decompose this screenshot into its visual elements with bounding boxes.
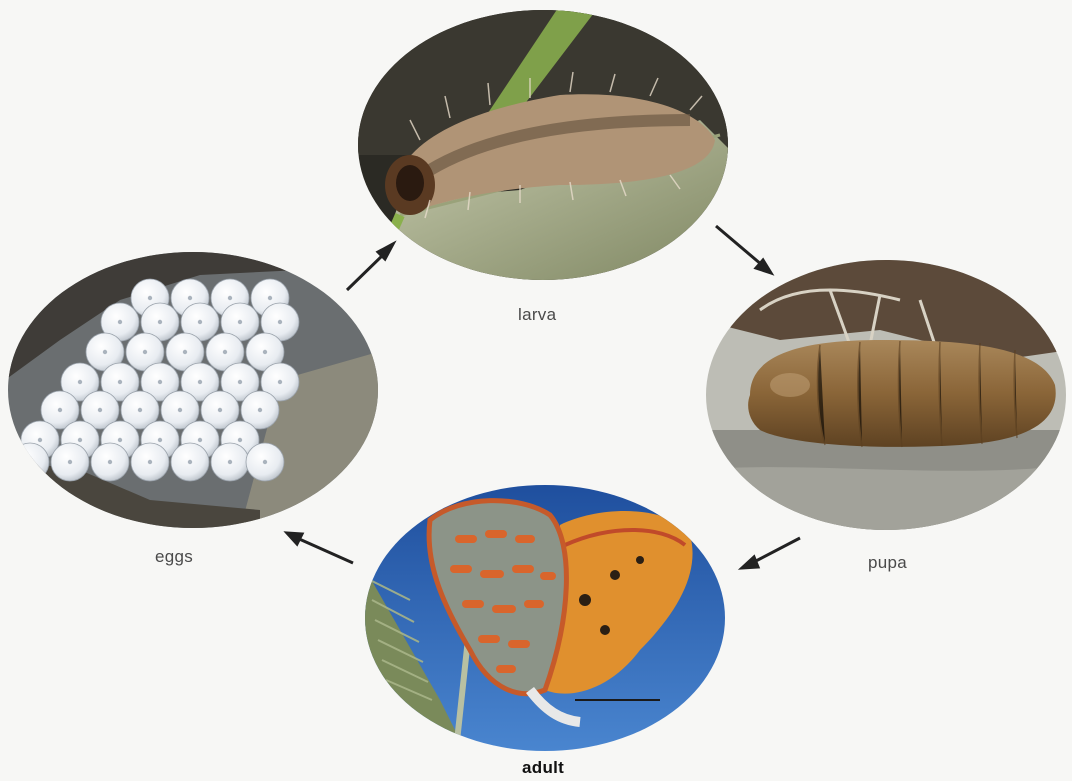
arrow-adult-to-eggs [287,533,353,563]
egg-micropyle [263,460,267,464]
egg-micropyle [183,350,187,354]
egg-micropyle [238,320,242,324]
egg-micropyle [103,350,107,354]
egg-micropyle [258,408,262,412]
egg-micropyle [118,320,122,324]
egg-micropyle [158,438,162,442]
larva-photo [350,5,740,285]
egg-micropyle [198,438,202,442]
egg-micropyle [118,438,122,442]
egg-micropyle [223,350,227,354]
egg-micropyle [28,460,32,464]
egg-micropyle [118,380,122,384]
egg-micropyle [218,408,222,412]
egg-micropyle [148,296,152,300]
egg-micropyle [108,460,112,464]
egg-micropyle [278,380,282,384]
egg-micropyle [68,460,72,464]
egg-micropyle [263,350,267,354]
label-eggs: eggs [155,547,193,567]
pupa-photo [700,255,1070,540]
egg-micropyle [138,408,142,412]
adult-photo [360,485,730,760]
egg-micropyle [158,320,162,324]
egg [11,443,49,481]
egg-micropyle [58,408,62,412]
arrow-pupa-to-adult [742,538,800,568]
egg-micropyle [228,460,232,464]
arrow-eggs-to-larva [347,244,393,290]
egg-micropyle [78,438,82,442]
egg-micropyle [228,296,232,300]
label-larva: larva [518,305,556,325]
egg-micropyle [98,408,102,412]
egg-micropyle [238,438,242,442]
eggs-photo [5,250,385,530]
egg-micropyle [148,460,152,464]
label-adult: adult [522,758,564,778]
egg-micropyle [238,380,242,384]
egg-micropyle [78,380,82,384]
arrow-larva-to-pupa [716,226,771,273]
egg-micropyle [188,296,192,300]
egg-micropyle [198,320,202,324]
egg-micropyle [278,320,282,324]
label-pupa: pupa [868,553,907,573]
egg-micropyle [143,350,147,354]
egg-micropyle [268,296,272,300]
egg-micropyle [158,380,162,384]
egg-micropyle [198,380,202,384]
egg-micropyle [188,460,192,464]
egg-micropyle [38,438,42,442]
egg-micropyle [178,408,182,412]
